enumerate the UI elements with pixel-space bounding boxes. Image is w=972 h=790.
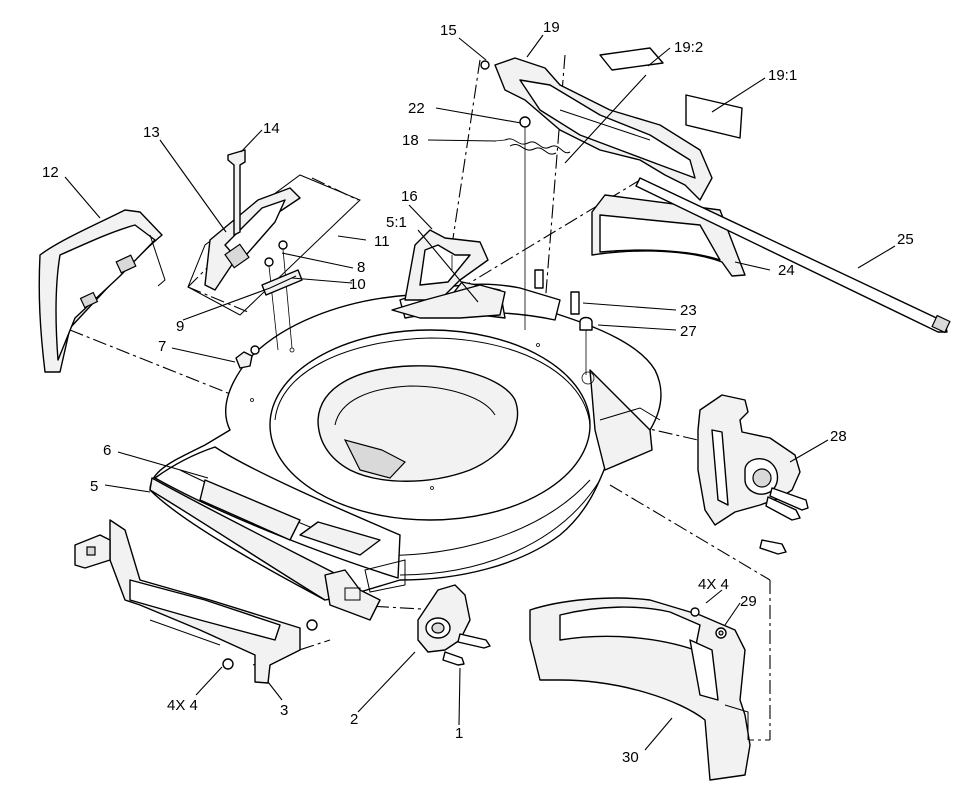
bolts-rear [534, 269, 593, 375]
callout-30: 30 [622, 749, 639, 766]
front-baffle [74, 519, 318, 684]
callout-15: 15 [440, 22, 457, 39]
callout-5-1: 5:1 [386, 214, 407, 231]
callout-9: 9 [176, 318, 184, 335]
callout-29: 29 [740, 593, 757, 610]
callout-16: 16 [401, 188, 418, 205]
callout-14: 14 [263, 120, 280, 137]
mower-deck [149, 281, 662, 621]
handle-bracket [391, 229, 506, 319]
callout-25: 25 [897, 231, 914, 248]
callout-18: 18 [402, 132, 419, 149]
callout-4x4-rear: 4X 4 [698, 576, 729, 593]
callout-6: 6 [103, 442, 111, 459]
callout-12: 12 [42, 164, 59, 181]
callout-22: 22 [408, 100, 425, 117]
side-discharge-baffle [529, 597, 751, 781]
handle-cover [494, 47, 743, 201]
rear-bracket [591, 194, 746, 277]
callout-13: 13 [143, 124, 160, 141]
callout-10: 10 [349, 276, 366, 293]
callout-19-2: 19:2 [674, 39, 703, 56]
callout-2: 2 [350, 711, 358, 728]
callout-19-1: 19:1 [768, 67, 797, 84]
wheel-bracket-front [417, 584, 491, 666]
callout-23: 23 [680, 302, 697, 319]
spring-and-bolt [480, 60, 571, 330]
callout-1: 1 [455, 725, 463, 742]
callout-4x4-front: 4X 4 [167, 697, 198, 714]
callout-19: 19 [543, 19, 560, 36]
callout-11: 11 [374, 233, 390, 250]
callout-28: 28 [830, 428, 847, 445]
leader-lines [64, 34, 896, 751]
callout-labels: 1 2 3 4X 4 5 6 7 8 9 10 11 12 13 14 15 1… [42, 19, 914, 766]
wheel-bracket-right [697, 394, 809, 555]
rear-flap [38, 209, 166, 373]
callout-8: 8 [357, 259, 365, 276]
callout-27: 27 [680, 323, 697, 340]
callout-24: 24 [778, 262, 795, 279]
rod [635, 177, 951, 334]
callout-3: 3 [280, 702, 288, 719]
callout-5: 5 [90, 478, 98, 495]
height-adjuster-assembly [187, 149, 361, 369]
callout-7: 7 [158, 338, 166, 355]
